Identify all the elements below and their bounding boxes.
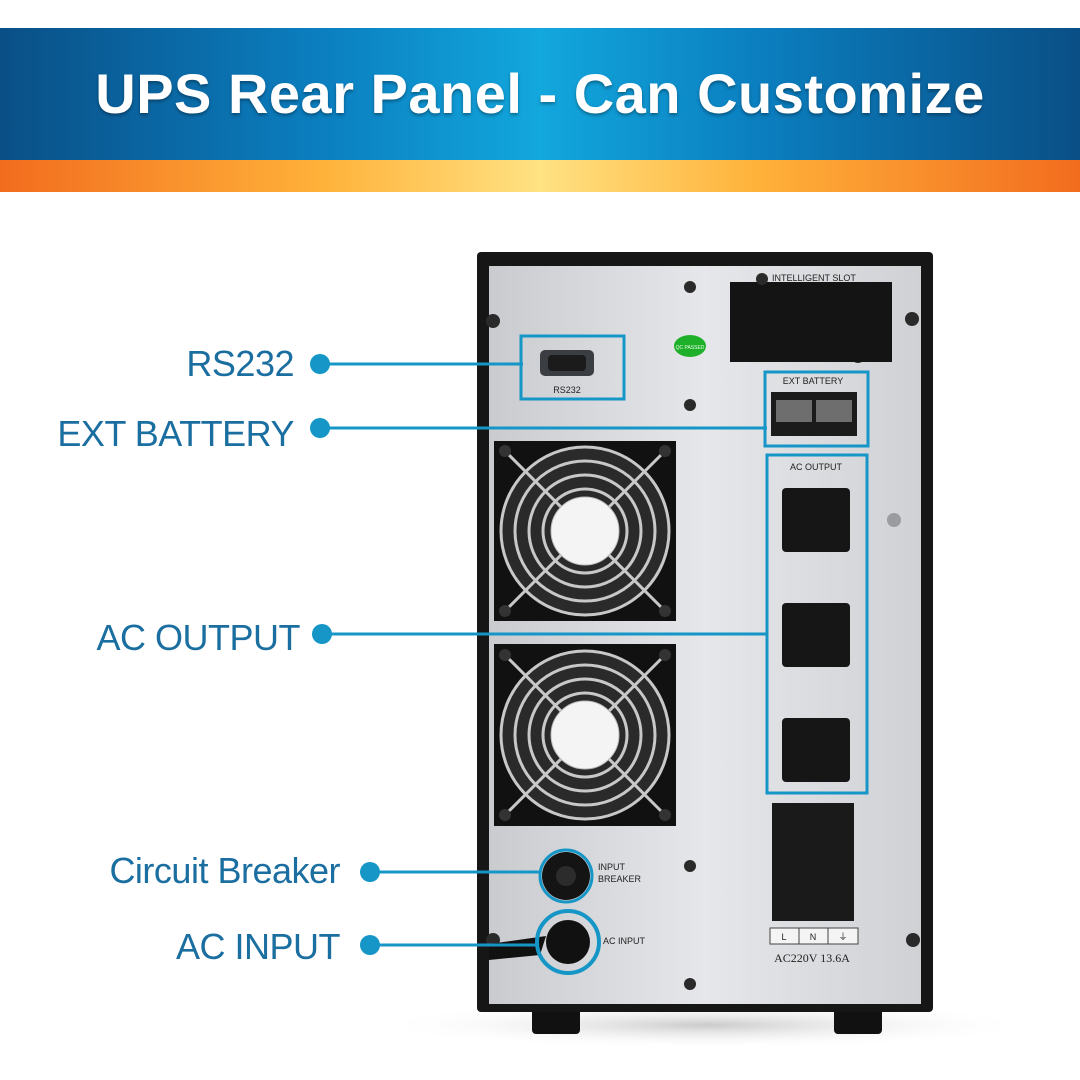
battery-terminal-neg bbox=[816, 400, 852, 422]
ext-battery-highlight-box bbox=[763, 370, 870, 448]
input-terminal-cover[interactable] bbox=[772, 803, 854, 921]
callout-label-ac-output: AC OUTPUT bbox=[96, 617, 300, 658]
header-stripe bbox=[0, 160, 1080, 192]
input-breaker-label-1: INPUT bbox=[598, 862, 626, 872]
circuit-breaker-highlight-ring bbox=[538, 848, 594, 904]
foot-right bbox=[834, 1006, 882, 1034]
ac-input-highlight-ring bbox=[535, 909, 601, 975]
rating-label: AC220V 13.6A bbox=[774, 951, 850, 965]
callout-label-rs232: RS232 bbox=[186, 343, 294, 384]
ac-output-panel-label: AC OUTPUT bbox=[790, 462, 843, 472]
cooling-fan-top bbox=[494, 441, 676, 621]
callout-label-ac-input: AC INPUT bbox=[175, 926, 341, 967]
terminal-l-label: L bbox=[781, 932, 786, 942]
foot-left bbox=[532, 1006, 580, 1034]
input-breaker-label-2: BREAKER bbox=[598, 874, 642, 884]
page-title: UPS Rear Panel - Can Customize bbox=[95, 62, 985, 125]
ac-output-socket-3[interactable] bbox=[782, 718, 850, 782]
terminal-ground-label: ⏚ bbox=[838, 932, 847, 942]
rs232-connector bbox=[548, 355, 586, 371]
callout-ac-input bbox=[360, 935, 537, 955]
ac-input-plug[interactable] bbox=[546, 920, 590, 964]
ext-battery-panel-label: EXT BATTERY bbox=[783, 376, 844, 386]
battery-terminal-pos bbox=[776, 400, 812, 422]
qc-sticker-text: QC PASSED bbox=[676, 345, 705, 351]
cooling-fan-bottom bbox=[494, 644, 676, 826]
callout-label-ext-battery: EXT BATTERY bbox=[57, 413, 294, 454]
terminal-n-label: N bbox=[810, 932, 817, 942]
circuit-breaker-center bbox=[556, 866, 576, 886]
qc-passed-sticker bbox=[674, 335, 706, 357]
ac-output-socket-2[interactable] bbox=[782, 603, 850, 667]
callout-ac-output bbox=[312, 624, 767, 644]
callout-circuit-breaker bbox=[360, 862, 540, 882]
callout-label-circuit-breaker: Circuit Breaker bbox=[109, 850, 340, 891]
ac-input-cable bbox=[489, 936, 546, 960]
intelligent-slot-label: INTELLIGENT SLOT bbox=[772, 273, 856, 283]
ac-output-socket-1[interactable] bbox=[782, 488, 850, 552]
rs232-port-label: RS232 bbox=[553, 385, 581, 395]
ac-input-panel-label: AC INPUT bbox=[603, 936, 646, 946]
terminal-strip bbox=[769, 927, 859, 945]
callout-ext-battery bbox=[310, 418, 767, 438]
rs232-highlight-box bbox=[519, 334, 626, 401]
intelligent-slot[interactable] bbox=[730, 282, 892, 362]
header-banner bbox=[0, 28, 1080, 160]
callout-rs232 bbox=[310, 354, 523, 374]
ac-output-highlight-box bbox=[765, 453, 869, 795]
slot-screw bbox=[756, 273, 768, 285]
